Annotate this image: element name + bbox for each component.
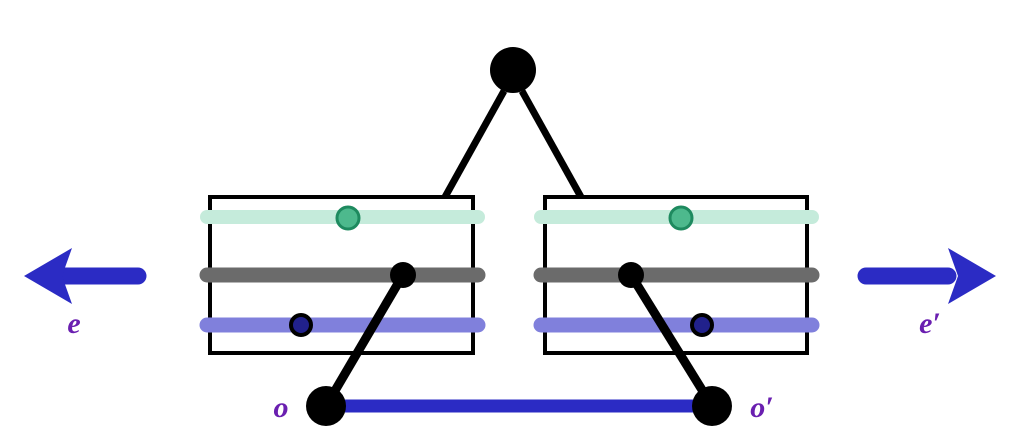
right-direction-arrow [857,248,996,304]
gray-band-node-left [390,262,416,288]
origin-node-right [692,386,732,426]
right-arrow-label: e′ [919,307,941,340]
green-marker-right [668,205,694,231]
right-arrow-head [948,248,996,304]
green-marker-left [335,205,361,231]
left-origin-label: o [274,391,289,424]
gray-band-node-right [618,262,644,288]
navy-marker-left [289,313,313,337]
navy-marker-right [690,313,714,337]
diagonal-edge-right [627,272,716,409]
right-origin-label: o′ [750,391,773,424]
left-arrow-head [24,248,72,304]
apex-node [490,47,536,93]
origin-node-left [306,386,346,426]
diagonal-edge-left [322,272,407,409]
left-direction-arrow [24,248,147,304]
apex-edge-left [441,89,508,199]
apex-edge-right [518,89,585,199]
left-arrow-label: e [67,307,80,340]
